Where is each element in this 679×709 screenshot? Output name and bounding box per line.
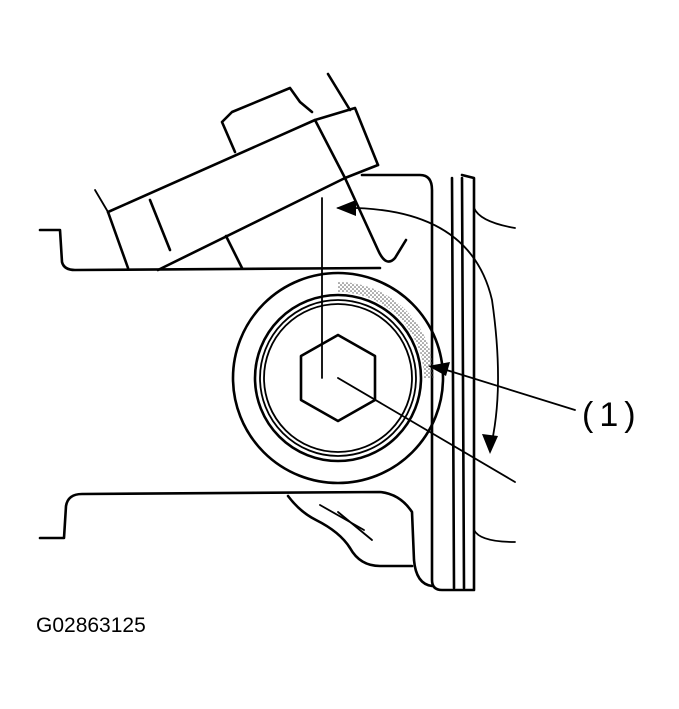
bore-assembly [231,271,445,485]
callout-label-1: (1) [582,396,642,434]
arrowhead-top [336,200,356,216]
figure-id: G02863125 [36,614,146,637]
upper-housing-outline [38,228,382,272]
stippled-seal-area [338,282,434,378]
upper-left-break-line [94,189,109,213]
hex-socket [299,333,377,423]
lower-housing-outline [38,490,434,588]
angle-indicator [321,197,516,483]
arrowhead-bottom [482,434,498,454]
leader-arrowhead [428,362,450,376]
callout-leader [428,362,576,411]
rocker-bracket [106,72,408,272]
side-flange [360,173,516,592]
